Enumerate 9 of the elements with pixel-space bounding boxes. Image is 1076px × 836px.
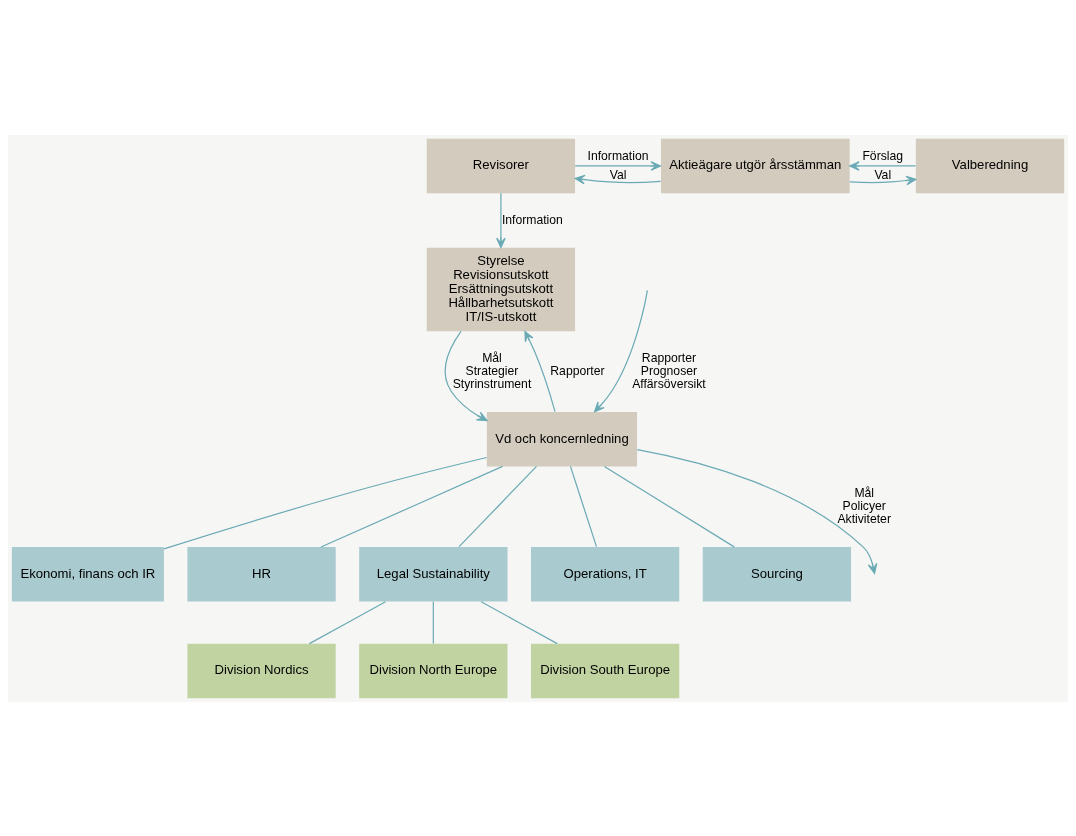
edge-label: Val xyxy=(609,167,627,182)
edge-label: Förslag xyxy=(862,148,904,163)
edge-label: Information xyxy=(501,212,563,227)
edge-label: Val xyxy=(874,167,892,182)
edge-label: Rapporter Prognoser Affärsöversikt xyxy=(632,350,706,391)
edge-label: Information xyxy=(587,148,649,163)
edge-label: Rapporter xyxy=(550,363,605,378)
edge-label: Mål Strategier Styrinstrument xyxy=(452,350,532,391)
edge-label: Mål Policyer Aktiviteter xyxy=(837,485,891,526)
